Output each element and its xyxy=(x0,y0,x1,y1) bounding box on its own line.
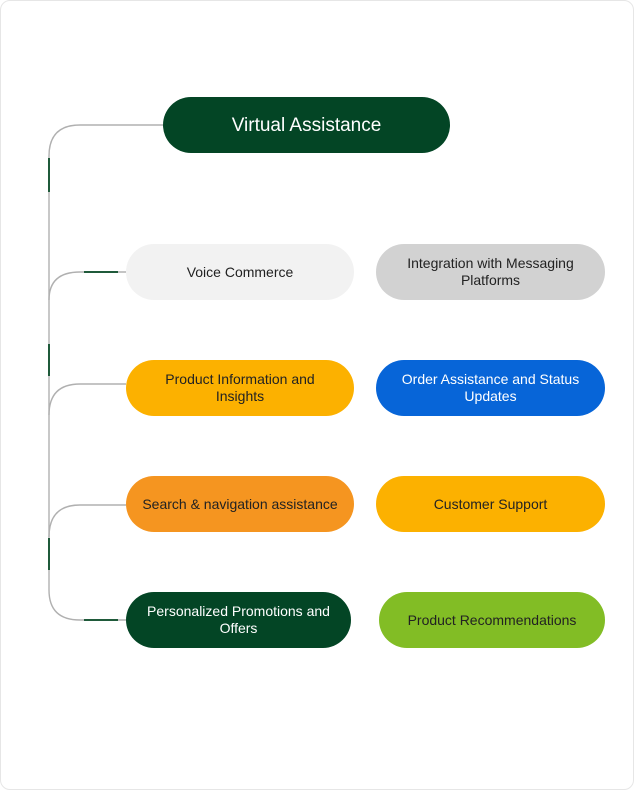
connector-product-information xyxy=(48,383,126,416)
node-product-recommendations: Product Recommendations xyxy=(379,592,605,648)
root-node-label: Virtual Assistance xyxy=(231,114,382,136)
node-product-information: Product Information and Insights xyxy=(126,360,354,416)
node-label: Product Recommendations xyxy=(407,611,577,628)
node-label: Order Assistance and Status Updates xyxy=(401,371,580,404)
node-label: Search & navigation assistance xyxy=(142,495,338,512)
node-customer-support: Customer Support xyxy=(376,476,605,532)
node-label: Customer Support xyxy=(433,495,548,512)
node-label: Personalized Promotions and Offers xyxy=(147,603,330,636)
node-label: Voice Commerce xyxy=(186,263,294,280)
node-integration-messaging: Integration with Messaging Platforms xyxy=(376,244,605,300)
connector-voice-commerce xyxy=(48,271,126,301)
connector-search-navigation xyxy=(48,504,126,538)
node-search-navigation: Search & navigation assistance xyxy=(126,476,354,532)
node-label: Integration with Messaging Platforms xyxy=(407,255,574,288)
root-node-virtual-assistance: Virtual Assistance xyxy=(163,97,450,153)
node-order-assistance: Order Assistance and Status Updates xyxy=(376,360,605,416)
node-voice-commerce: Voice Commerce xyxy=(126,244,354,300)
node-label: Product Information and Insights xyxy=(165,371,315,404)
node-personalized-promotions: Personalized Promotions and Offers xyxy=(126,592,351,648)
